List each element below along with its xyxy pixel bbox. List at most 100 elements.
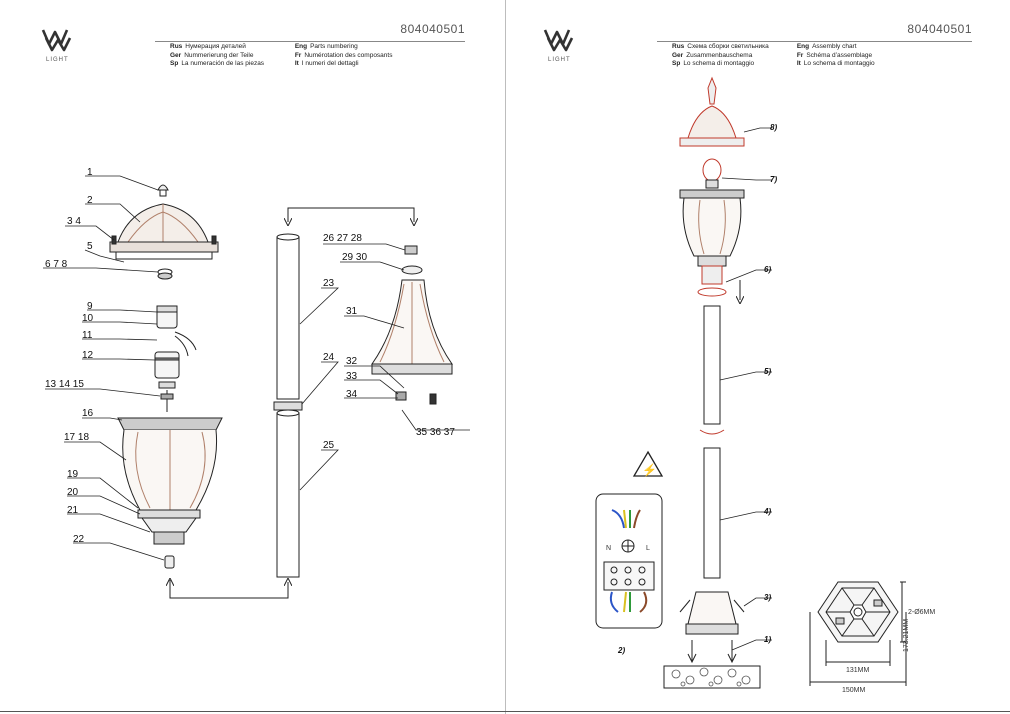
part-label: 29 30	[342, 252, 367, 263]
language-code: Ger	[170, 51, 182, 59]
socket-assembly-part	[154, 305, 197, 412]
part-labels: 1 2 3 4 5 6 7 8 9 10 11 12 13 14 15 16 1…	[45, 167, 455, 545]
live-symbol: L	[646, 545, 650, 552]
part-label: 24	[323, 352, 335, 363]
language-code: Sp	[170, 60, 179, 67]
language-text: Zusammenbauschema	[686, 51, 753, 59]
part-label: 22	[73, 534, 85, 545]
part-label: 26 27 28	[323, 233, 362, 244]
part-label: 31	[346, 306, 358, 317]
step-label: 2)	[617, 646, 625, 655]
assembled-lamp	[663, 76, 761, 689]
logo-text: LIGHT	[46, 57, 69, 63]
part-label: 20	[67, 487, 79, 498]
language-text: Нумерация деталей	[185, 43, 246, 50]
part-label: 2	[87, 195, 93, 206]
product-code: 804040501	[907, 22, 972, 36]
step-label: 7)	[770, 175, 777, 184]
part-label: 9	[87, 301, 93, 312]
part-label: 17 18	[64, 432, 89, 443]
lantern-body-part	[117, 417, 223, 545]
part-label: 35 36 37	[416, 427, 455, 438]
dimension-label: 131MM	[846, 667, 870, 674]
logo-text: LIGHT	[548, 57, 571, 63]
header-rule	[657, 41, 972, 42]
language-text: Схема сборки светильника	[687, 43, 769, 50]
part-label: 5	[87, 241, 93, 252]
part-label: 21	[67, 505, 79, 516]
part-label: 6 7 8	[45, 259, 68, 270]
language-code: Fr	[294, 51, 302, 59]
step-label: 4)	[763, 507, 771, 516]
part-label: 25	[323, 440, 335, 451]
part-label: 33	[346, 371, 358, 382]
step-label: 5)	[764, 367, 771, 376]
neutral-symbol: N	[606, 545, 611, 552]
dimension-label: 2-Ø6MM	[908, 609, 935, 616]
language-text: Lo schema di montaggio	[683, 60, 755, 67]
top-cover-part	[109, 203, 219, 260]
language-code: Fr	[796, 51, 804, 59]
leader-lines	[43, 175, 470, 561]
finial-part	[157, 184, 169, 197]
part-label: 1	[87, 167, 93, 178]
brand-logo: LIGHT	[542, 24, 578, 70]
step-labels: 8) 7) 6) 5) 4) 3) 2) 1)	[617, 123, 777, 655]
dimension-labels: 2-Ø6MM 173.21MM 131MM 150MM	[842, 609, 935, 694]
language-text: Assembly chart	[812, 43, 857, 50]
header-rule	[155, 41, 465, 42]
part-label: 23	[323, 278, 335, 289]
product-code: 804040501	[400, 22, 465, 36]
step-label: 1)	[764, 635, 771, 644]
part-label: 32	[346, 356, 358, 367]
step-label: 6)	[764, 265, 771, 274]
assembly-arrows	[170, 207, 414, 599]
pole-lower-part	[276, 409, 300, 578]
language-text: Numérotation des composants	[304, 51, 393, 59]
page-divider	[505, 0, 506, 714]
part-label: 10	[82, 313, 94, 324]
language-code: Rus	[672, 43, 685, 50]
language-code: Ger	[672, 51, 684, 59]
part-label: 3 4	[67, 216, 81, 227]
part-label: 12	[82, 350, 94, 361]
language-code: It	[294, 60, 299, 67]
wiring-detail: N L	[595, 493, 663, 629]
mounting-ring-part	[157, 268, 173, 280]
bulb-part	[164, 555, 175, 569]
part-label: 13 14 15	[45, 379, 84, 390]
electrical-warning-icon: ⚡	[632, 450, 664, 477]
ground-pattern	[671, 667, 751, 687]
anchor-bolts	[679, 280, 745, 664]
base-footprint-plan	[809, 581, 907, 686]
language-text: Lo schema di montaggio	[803, 60, 875, 67]
dimension-label: 150MM	[842, 687, 866, 694]
language-code: It	[796, 60, 801, 67]
language-code: Eng	[796, 43, 810, 50]
logo-mark-icon	[543, 29, 574, 52]
part-label: 19	[67, 469, 79, 480]
part-label: 11	[82, 330, 93, 341]
language-text: I numeri del dettagli	[301, 60, 359, 67]
language-code: Eng	[294, 43, 308, 50]
language-text: Nummerierung der Teile	[184, 51, 254, 59]
step-label: 8)	[770, 123, 777, 132]
step-label: 3)	[764, 593, 771, 602]
language-code: Sp	[672, 60, 681, 67]
part-label: 34	[346, 389, 358, 400]
pole-base-part	[371, 245, 453, 405]
pole-coupling-part	[273, 401, 303, 411]
language-text: Parts numbering	[310, 43, 358, 50]
language-text: La numeración de las piezas	[181, 60, 265, 67]
